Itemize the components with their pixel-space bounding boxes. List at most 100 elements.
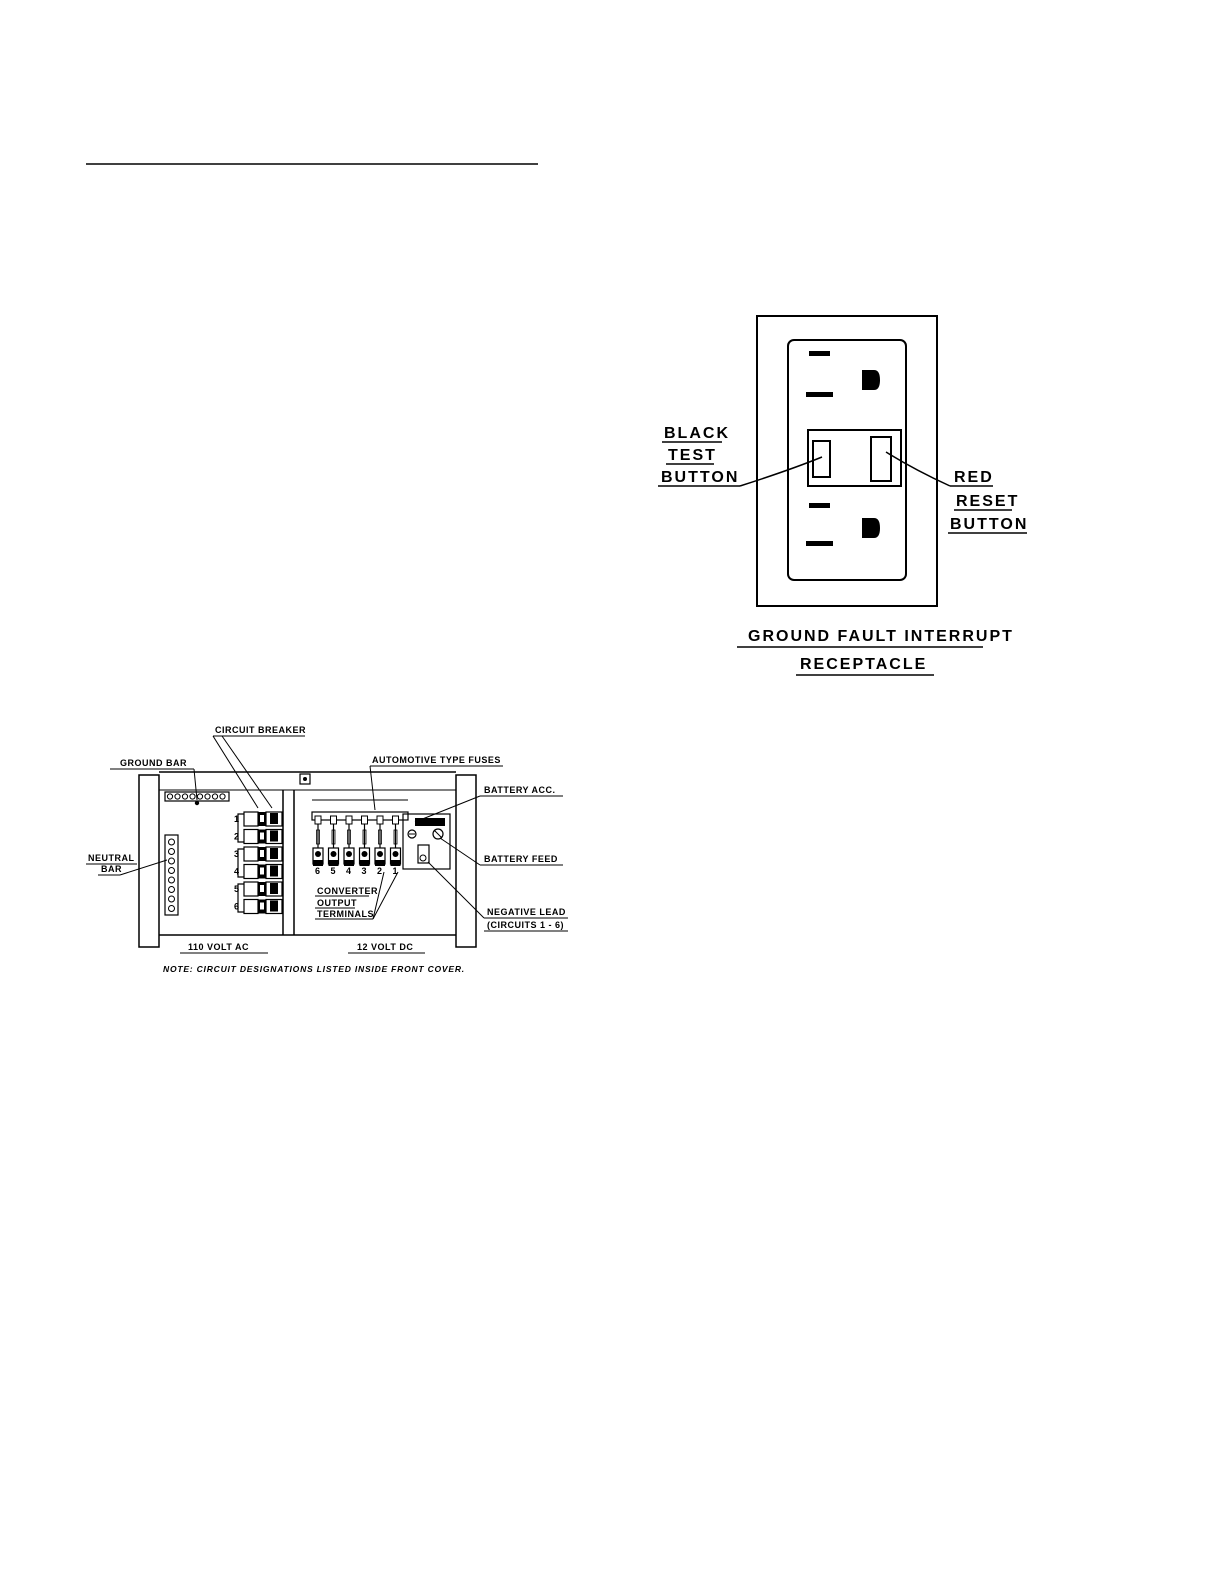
circuit-breakers (237, 811, 283, 915)
neutral-screw (168, 886, 175, 893)
converter-leader-1 (372, 871, 385, 920)
ground-screw (204, 793, 211, 800)
test-label-line-1: BLACK (664, 425, 730, 442)
battery-feed-label: BATTERY FEED (484, 854, 558, 864)
ac-section-label: 110 VOLT AC (188, 942, 249, 952)
automotive-fuses-label: AUTOMOTIVE TYPE FUSES (372, 755, 501, 765)
negative-lead-terminal (417, 844, 430, 864)
negative-lead-label-2: (CIRCUITS 1 - 6) (487, 920, 564, 930)
neutral-bar (164, 834, 179, 916)
neutral-bar-label-1: NEUTRAL (88, 853, 135, 863)
battery-acc-leader (414, 795, 481, 823)
panel-screw-hole (303, 777, 307, 781)
ground-bar-screws (166, 793, 226, 806)
circuit-breaker[interactable] (243, 863, 283, 880)
fuse-number: 3 (362, 866, 367, 876)
neutral-screw (168, 867, 175, 874)
gfi-receptacle-face (787, 339, 907, 581)
circuit-breaker-label: CIRCUIT BREAKER (215, 725, 306, 735)
upper-outlet-slot-small (809, 351, 830, 356)
breaker-tie (237, 883, 244, 913)
neutral-bar-label-2: BAR (101, 864, 122, 874)
automotive-fuse[interactable] (389, 815, 402, 866)
fuse-number: 5 (331, 866, 336, 876)
automotive-fuses-leader (369, 765, 376, 811)
converter-label-1: CONVERTER (317, 886, 378, 896)
gfi-receptacle-figure: BLACK TEST BUTTON RED RESET BUTTON GROUN… (658, 315, 1028, 676)
neutral-bar-leader (119, 859, 168, 876)
breaker-number: 2 (234, 832, 239, 842)
circuit-breaker[interactable] (243, 846, 283, 862)
red-reset-button[interactable] (870, 436, 892, 482)
reset-leader-line (885, 451, 951, 487)
panel-note: NOTE: CIRCUIT DESIGNATIONS LISTED INSIDE… (163, 964, 465, 974)
right-panel-rail (455, 774, 477, 948)
ground-bar-label: GROUND BAR (120, 758, 187, 768)
battery-acc-label: BATTERY ACC. (484, 785, 556, 795)
circuit-breaker-leader-2 (221, 735, 273, 809)
gfi-caption-line-2: RECEPTACLE (800, 656, 927, 673)
neutral-screw (168, 838, 175, 846)
circuit-breaker[interactable] (243, 828, 283, 845)
fuse-number: 1 (393, 866, 398, 876)
circuit-breaker[interactable] (243, 881, 283, 897)
ground-lug (194, 800, 200, 806)
neutral-screw (168, 857, 175, 865)
gfi-wall-plate (756, 315, 938, 607)
lower-outlet-slot-large (806, 541, 833, 546)
automotive-fuse[interactable] (343, 815, 355, 866)
fuse-number: 2 (377, 866, 382, 876)
ground-screw (211, 793, 219, 800)
automotive-fuses (312, 815, 402, 866)
neutral-screw (168, 876, 175, 884)
ground-screw (174, 793, 181, 800)
battery-terminal-block (402, 813, 451, 870)
fuse-number: 4 (346, 866, 351, 876)
automotive-fuse[interactable] (374, 815, 386, 866)
breaker-number: 3 (234, 849, 239, 859)
test-label-line-3: BUTTON (661, 469, 739, 486)
neutral-bar-screws (168, 838, 175, 912)
automotive-fuse[interactable] (312, 815, 324, 866)
breaker-number: 5 (234, 884, 239, 894)
breaker-number: 6 (234, 902, 239, 912)
ground-screw (181, 793, 189, 800)
neutral-screw (168, 905, 175, 912)
fuse-block (311, 811, 409, 821)
test-leader-line (739, 456, 823, 487)
converter-label-3: TERMINALS (317, 909, 374, 919)
fuse-number: 6 (315, 866, 320, 876)
reset-label-line-3: BUTTON (950, 516, 1028, 533)
negative-lead-label-1: NEGATIVE LEAD (487, 907, 566, 917)
negative-lead-screw (419, 854, 427, 862)
black-test-button[interactable] (812, 440, 831, 478)
ground-bar-leader (193, 768, 198, 801)
negative-lead-leader (427, 861, 485, 919)
left-panel-rail (138, 774, 160, 948)
converter-leader-2 (372, 871, 399, 920)
battery-acc-terminal (415, 818, 445, 826)
circuit-breaker-leader-1 (212, 735, 259, 809)
automotive-fuse[interactable] (327, 815, 340, 866)
battery-terminal-screw-1 (407, 829, 417, 839)
neutral-screw (168, 848, 175, 855)
neutral-screw (168, 895, 175, 903)
reset-label-line-2: RESET (956, 493, 1019, 510)
test-label-line-2: TEST (668, 447, 717, 464)
battery-feed-leader (439, 837, 481, 866)
lower-outlet-slot-small (809, 503, 830, 508)
ground-screw (219, 793, 226, 800)
circuit-breaker[interactable] (243, 811, 283, 827)
circuit-breaker[interactable] (243, 898, 283, 915)
ground-screw (166, 793, 174, 800)
breaker-number: 4 (234, 867, 239, 877)
upper-outlet-slot-large (806, 392, 833, 397)
panel-screw (299, 773, 311, 785)
gfi-button-panel (807, 429, 902, 487)
lower-outlet-ground-hole (862, 518, 880, 538)
breaker-tie (237, 848, 244, 878)
automotive-fuse[interactable] (358, 815, 371, 866)
